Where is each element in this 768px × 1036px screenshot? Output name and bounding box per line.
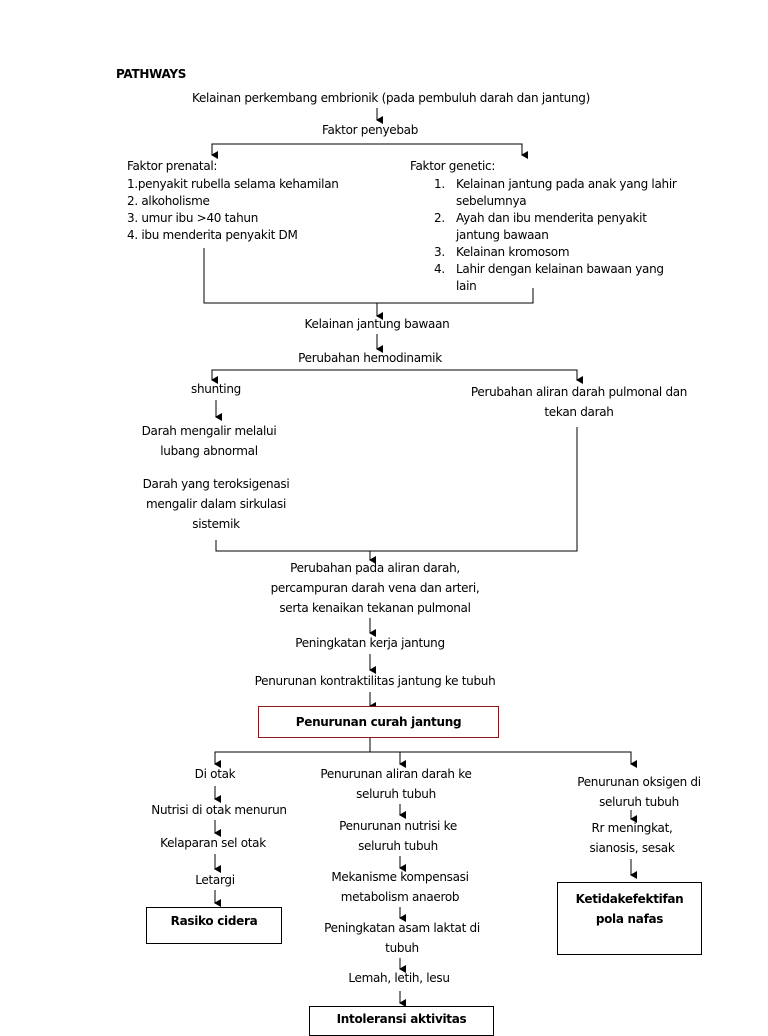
body-nutrition-node: Penurunan nutrisi ke seluruh tubuh [339, 819, 457, 853]
shunting-node: shunting [191, 382, 241, 396]
lethargy-node: Letargi [195, 873, 235, 887]
genetic-heading: Faktor genetic: [410, 159, 496, 173]
hemodynamic-node: Perubahan hemodinamik [298, 351, 442, 365]
genetic-item: 4.Lahir dengan kelainan bawaan yang lain [434, 262, 664, 293]
page-title: PATHWAYS [116, 67, 187, 81]
contractility-node: Penurunan kontraktilitas jantung ke tubu… [254, 674, 496, 688]
oxygenated-node: Darah yang teroksigenasi mengalir dalam … [142, 477, 290, 531]
starvation-node: Kelaparan sel otak [160, 836, 266, 850]
root-node: Kelainan perkembang embrionik (pada pemb… [192, 91, 590, 105]
prenatal-item: 3. umur ibu >40 tahun [127, 211, 258, 225]
congenital-node: Kelainan jantung bawaan [304, 317, 450, 331]
cardiac-output-box: Penurunan curah jantung [258, 706, 499, 738]
prenatal-item: 2. alkoholisme [127, 194, 210, 208]
cause-node: Faktor penyebab [321, 123, 419, 137]
fatigue-node: Lemah, letih, lesu [348, 971, 450, 985]
activity-intolerance-box: Intoleransi aktivitas [309, 1006, 494, 1036]
genetic-item: 2.Ayah dan ibu menderita penyakit jantun… [434, 211, 647, 242]
genetic-item: 1.Kelainan jantung pada anak yang lahir … [434, 177, 677, 208]
lactate-node: Peningkatan asam laktat di tubuh [324, 921, 480, 955]
breathing-pattern-box: Ketidakefektifan pola nafas [557, 882, 702, 955]
injury-risk-box: Rasiko cidera [146, 907, 282, 944]
genetic-item: 3.Kelainan kromosom [434, 245, 570, 259]
symptoms-node: Rr meningkat, sianosis, sesak [589, 821, 675, 855]
prenatal-item: 4. ibu menderita penyakit DM [127, 228, 298, 242]
flow-change-node: Perubahan pada aliran darah, percampuran… [270, 561, 480, 615]
compensation-node: Mekanisme kompensasi metabolism anaerob [331, 870, 469, 904]
genetic-list: 1.Kelainan jantung pada anak yang lahir … [434, 176, 684, 295]
brain-node: Di otak [194, 767, 236, 781]
oxygen-node: Penurunan oksigen di seluruh tubuh [577, 775, 701, 809]
prenatal-heading: Faktor prenatal: [127, 159, 218, 173]
brain-nutrition-node: Nutrisi di otak menurun [151, 803, 287, 817]
blood-flow-node: Penurunan aliran darah ke seluruh tubuh [320, 767, 472, 801]
workload-node: Peningkatan kerja jantung [295, 636, 445, 650]
pulmonary-node: Perubahan aliran darah pulmonal dan teka… [470, 385, 688, 419]
abnormal-flow-node: Darah mengalir melalui lubang abnormal [141, 424, 277, 458]
prenatal-item: 1.penyakit rubella selama kehamilan [127, 177, 339, 191]
